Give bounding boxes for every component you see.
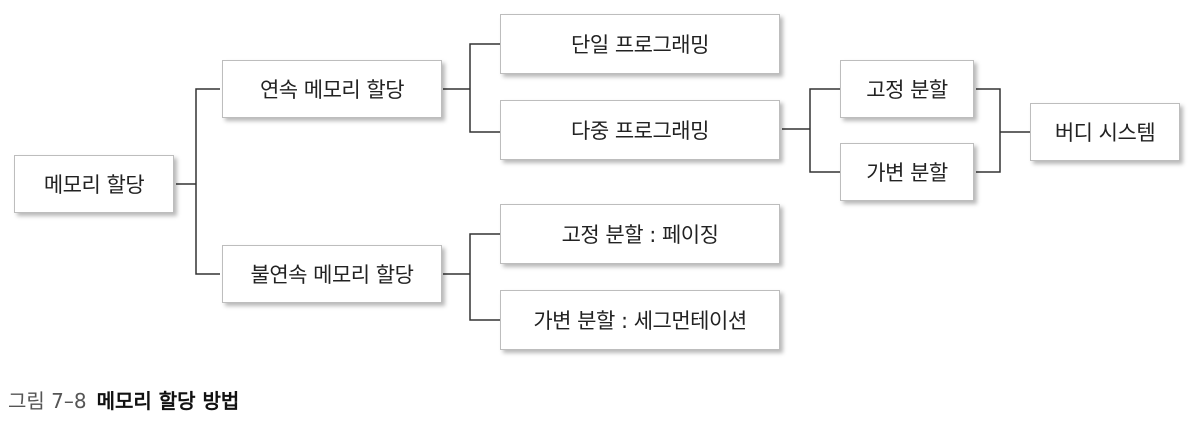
node-label: 버디 시스템 bbox=[1054, 121, 1156, 145]
figure-caption: 그림 7–8 메모리 할당 방법 bbox=[8, 385, 239, 414]
connector-noncontiguous-bracket bbox=[469, 233, 500, 321]
node-fixed-partition-paging: 고정 분할 : 페이징 bbox=[500, 204, 780, 264]
node-noncontiguous-allocation: 불연속 메모리 할당 bbox=[222, 245, 442, 303]
connector-multi-bracket bbox=[809, 88, 840, 173]
node-label: 고정 분할 bbox=[866, 78, 948, 102]
node-label: 고정 분할 : 페이징 bbox=[561, 223, 719, 247]
node-label: 가변 분할 bbox=[866, 161, 948, 185]
connector-lines bbox=[176, 43, 1030, 321]
node-label: 불연속 메모리 할당 bbox=[250, 263, 414, 287]
node-label: 다중 프로그래밍 bbox=[571, 119, 709, 143]
node-label: 메모리 할당 bbox=[43, 173, 145, 197]
node-memory-allocation: 메모리 할당 bbox=[14, 155, 174, 213]
node-variable-partition-segmentation: 가변 분할 : 세그먼테이션 bbox=[500, 290, 780, 350]
node-buddy-system: 버디 시스템 bbox=[1030, 103, 1180, 161]
figure-number: 그림 7–8 bbox=[8, 389, 87, 413]
connector-buddy-bracket bbox=[976, 88, 1001, 173]
node-label: 단일 프로그래밍 bbox=[571, 33, 709, 57]
node-variable-partition: 가변 분할 bbox=[840, 143, 974, 201]
connector-contiguous-bracket bbox=[469, 43, 500, 133]
node-label: 가변 분할 : 세그먼테이션 bbox=[533, 309, 747, 333]
node-label: 연속 메모리 할당 bbox=[259, 78, 405, 102]
memory-allocation-diagram: 메모리 할당 연속 메모리 할당 불연속 메모리 할당 단일 프로그래밍 다중 … bbox=[14, 14, 1180, 350]
node-single-programming: 단일 프로그래밍 bbox=[500, 14, 780, 74]
connector-root-bracket bbox=[195, 88, 220, 275]
figure-title: 메모리 할당 방법 bbox=[96, 389, 240, 413]
node-contiguous-allocation: 연속 메모리 할당 bbox=[222, 60, 442, 118]
node-multi-programming: 다중 프로그래밍 bbox=[500, 100, 780, 160]
node-fixed-partition: 고정 분할 bbox=[840, 60, 974, 118]
